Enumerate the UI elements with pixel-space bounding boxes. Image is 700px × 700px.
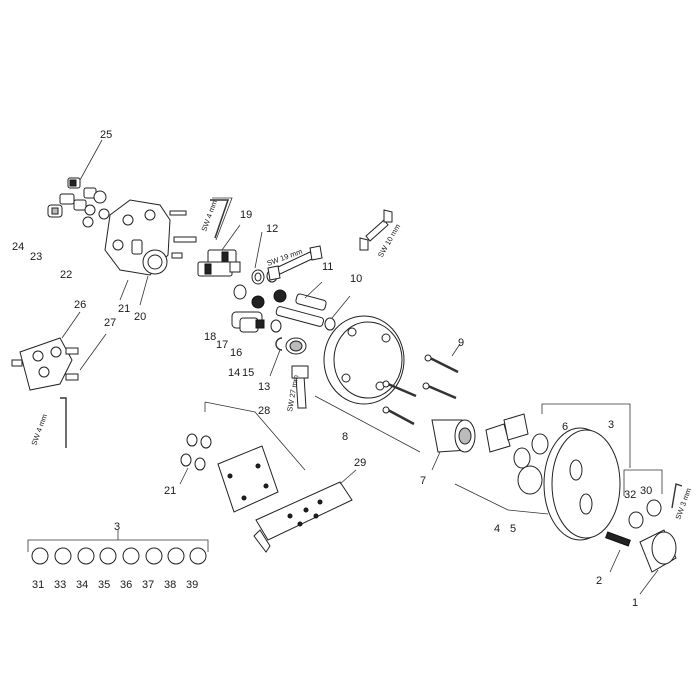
- wrench-27mm: [291, 365, 309, 409]
- part-31-39-buttons: [31, 547, 207, 565]
- label-21-bottom: 21: [164, 485, 176, 497]
- label-20: 20: [134, 311, 146, 323]
- part-21-orings: [180, 433, 212, 471]
- label-35: 35: [98, 579, 110, 591]
- part-16-18-insert: [231, 311, 282, 333]
- label-33: 33: [54, 579, 66, 591]
- label-6: 6: [562, 421, 568, 433]
- label-16: 16: [230, 347, 242, 359]
- label-22: 22: [60, 269, 72, 281]
- label-26: 26: [74, 299, 86, 311]
- label-15: 15: [242, 367, 254, 379]
- label-23: 23: [30, 251, 42, 263]
- label-24: 24: [12, 241, 24, 253]
- label-13: 13: [258, 381, 270, 393]
- part-30-32-buttons: [623, 469, 663, 529]
- label-29: 29: [354, 457, 366, 469]
- tool-label-sw4-bottom: SW 4 mm: [29, 413, 49, 447]
- hex-key-4mm-top: [169, 197, 233, 259]
- part-29-bracket: [253, 481, 353, 553]
- label-28: 28: [258, 405, 270, 417]
- label-32: 32: [624, 489, 636, 501]
- label-17: 17: [216, 339, 228, 351]
- part-6-adapter: [485, 413, 549, 495]
- part-20-valve-body: [104, 199, 171, 276]
- tool-label-sw4-top: SW 4 mm: [199, 199, 219, 233]
- label-9: 9: [458, 337, 464, 349]
- label-7: 7: [420, 475, 426, 487]
- hex-key-4mm-bottom: [60, 397, 67, 448]
- label-36: 36: [120, 579, 132, 591]
- label-30: 30: [640, 485, 652, 497]
- wrench-19mm: [267, 245, 323, 281]
- label-2: 2: [596, 575, 602, 587]
- part-2-screw: [605, 531, 631, 547]
- hex-key-3mm: [671, 483, 683, 509]
- label-37: 37: [142, 579, 154, 591]
- part-26-rough-in-body: [11, 337, 79, 391]
- part-9-screws: [382, 354, 459, 426]
- label-5: 5: [510, 523, 516, 535]
- label-10: 10: [350, 273, 362, 285]
- part-28-gasket-plate: [217, 445, 279, 513]
- label-31: 31: [32, 579, 44, 591]
- part-1-knob: [639, 529, 677, 573]
- part-8-mounting-plate: [323, 315, 405, 405]
- part-7-sleeve: [431, 419, 476, 453]
- part-11-spindle: [275, 293, 336, 331]
- label-14: 14: [228, 367, 240, 379]
- label-18: 18: [204, 331, 216, 343]
- label-3-right: 3: [608, 419, 614, 431]
- wrench-10mm: [359, 209, 393, 251]
- part-3-cover-plate: [543, 427, 621, 541]
- part-19-cartridge: [197, 249, 241, 277]
- part-13-clip: [275, 337, 307, 355]
- label-27: 27: [104, 317, 116, 329]
- tool-label-sw3: SW 3 mm: [673, 487, 693, 521]
- label-3-left: 3: [114, 521, 120, 533]
- label-1: 1: [632, 597, 638, 609]
- label-11: 11: [322, 261, 333, 273]
- label-34: 34: [76, 579, 88, 591]
- label-39: 39: [186, 579, 198, 591]
- label-25: 25: [100, 129, 112, 141]
- label-38: 38: [164, 579, 176, 591]
- label-12: 12: [266, 223, 278, 235]
- label-21-top: 21: [118, 303, 130, 315]
- label-8: 8: [342, 431, 348, 443]
- label-19: 19: [240, 209, 252, 221]
- part-22-25-fittings: [47, 177, 110, 228]
- label-4: 4: [494, 523, 500, 535]
